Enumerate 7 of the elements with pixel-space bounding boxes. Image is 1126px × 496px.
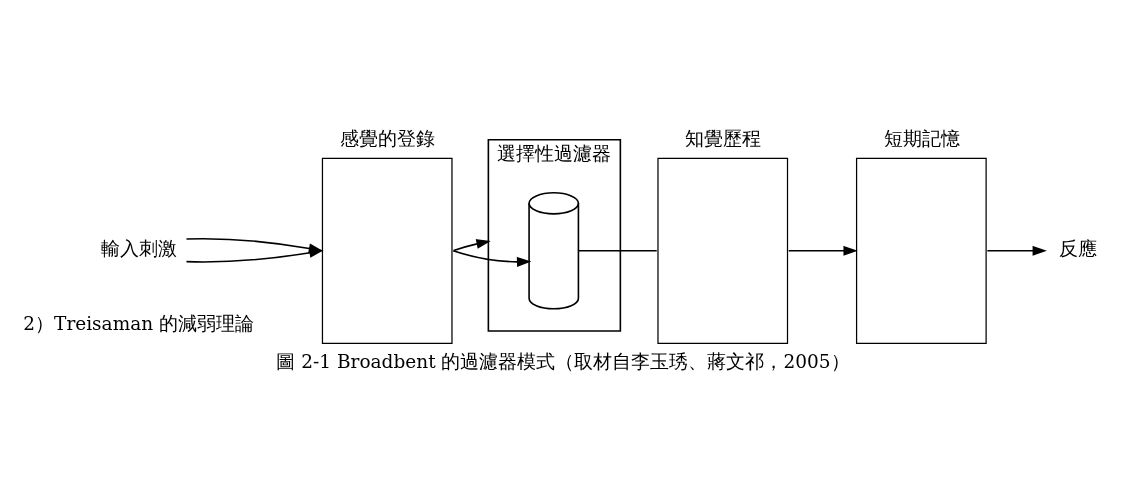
node-text: 輸入刺激	[100, 238, 177, 260]
node-label: 感覺的登錄	[340, 127, 436, 149]
label: 2）Treisaman 的減弱理論	[23, 313, 255, 335]
node-label: 知覺歷程	[685, 127, 762, 149]
node-text: 反應	[1059, 238, 1098, 260]
caption: 圖 2-1 Broadbent 的過濾器模式（取材自李玉琇、蔣文祁，2005）	[276, 350, 850, 372]
node-label: 短期記憶	[883, 127, 960, 149]
